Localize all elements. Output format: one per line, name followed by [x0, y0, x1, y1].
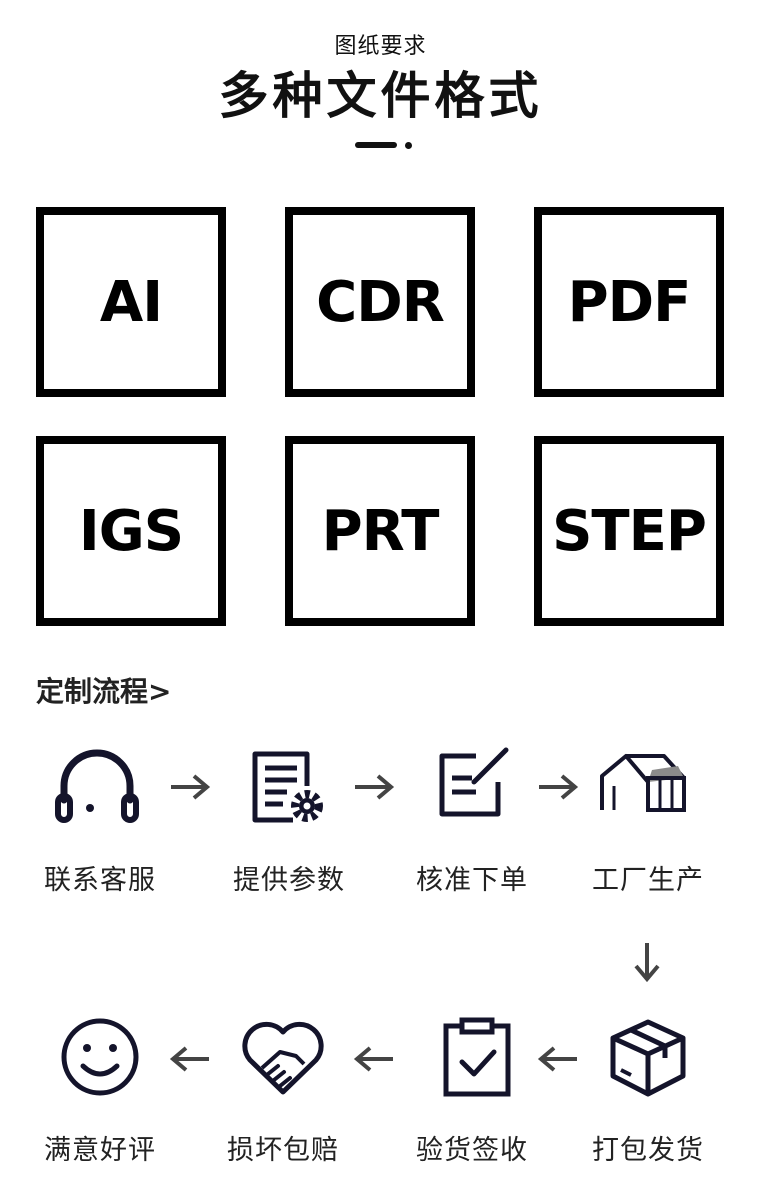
format-box-prt: PRT	[285, 436, 475, 626]
format-label: CDR	[316, 269, 445, 335]
step-label-params: 提供参数	[233, 865, 345, 896]
step-label-inspection: 验货签收	[416, 1135, 528, 1166]
arrow-right-icon	[539, 774, 579, 800]
factory-icon	[600, 754, 686, 812]
format-label: AI	[99, 269, 163, 335]
decorative-dot	[405, 142, 412, 149]
format-label: PDF	[567, 269, 692, 335]
arrow-down-icon	[634, 943, 660, 983]
section-subtitle: 图纸要求	[334, 34, 427, 59]
format-box-pdf: PDF	[534, 207, 724, 397]
format-label: IGS	[78, 498, 184, 564]
handshake-heart-icon	[242, 1021, 324, 1095]
step-label-contact: 联系客服	[44, 865, 156, 896]
step-label-review: 满意好评	[44, 1135, 156, 1166]
format-box-step: STEP	[534, 436, 724, 626]
arrow-right-icon	[171, 774, 211, 800]
headphones-icon	[55, 749, 139, 823]
document-gear-icon	[252, 751, 323, 823]
arrow-left-icon	[169, 1046, 209, 1072]
format-box-igs: IGS	[36, 436, 226, 626]
edit-note-icon	[439, 747, 509, 817]
step-label-shipping: 打包发货	[592, 1135, 704, 1166]
format-label: STEP	[552, 498, 707, 564]
format-label: PRT	[321, 498, 440, 564]
decorative-bar	[355, 142, 397, 148]
step-label-compensation: 损坏包赔	[227, 1135, 339, 1166]
process-title: 定制流程>	[36, 675, 172, 708]
arrow-left-icon	[537, 1046, 577, 1072]
step-label-order: 核准下单	[416, 865, 528, 896]
page-title: 多种文件格式	[218, 67, 543, 125]
format-box-ai: AI	[36, 207, 226, 397]
arrow-right-icon	[355, 774, 395, 800]
package-box-icon	[610, 1019, 686, 1097]
clipboard-check-icon	[443, 1017, 511, 1097]
smiley-face-icon	[61, 1018, 139, 1096]
arrow-left-icon	[353, 1046, 393, 1072]
step-label-production: 工厂生产	[592, 865, 704, 896]
format-box-cdr: CDR	[285, 207, 475, 397]
